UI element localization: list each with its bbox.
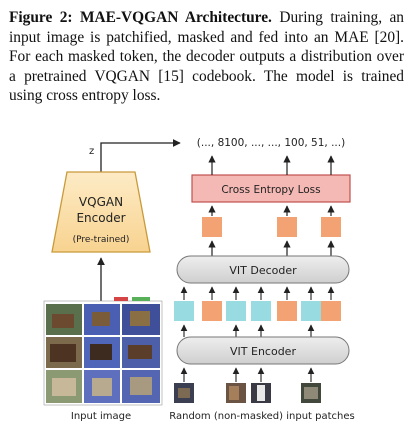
z-label: z	[89, 146, 94, 157]
input-patches	[174, 367, 321, 403]
loss-output-arrows	[208, 155, 335, 175]
mask-token	[277, 301, 297, 321]
figure-label: Figure 2:	[9, 9, 73, 26]
cyan-token	[251, 301, 271, 321]
orange-token	[277, 217, 297, 237]
figure-title: MAE-VQGAN Architecture.	[79, 9, 272, 26]
vit-decoder-label: VIT Decoder	[229, 264, 297, 277]
cyan-token	[174, 301, 194, 321]
token-sequence-label: (..., 8100, ..., ..., 100, 51, ...)	[197, 137, 345, 149]
z-output-arrow	[100, 139, 181, 172]
figure-caption: Figure 2: MAE-VQGAN Architecture. During…	[9, 8, 404, 106]
vit-decoder-block	[176, 255, 350, 284]
orange-token	[202, 217, 222, 237]
input-image-grid	[43, 297, 163, 406]
vit-encoder-block	[176, 336, 350, 365]
decoder-output-tokens	[202, 205, 341, 256]
vit-encoder-label: VIT Encoder	[230, 345, 296, 358]
vqgan-note: (Pre-trained)	[73, 235, 130, 245]
cyan-token	[226, 301, 246, 321]
input-patches-label: Random (non-masked) input patches	[169, 411, 354, 422]
cross-entropy-loss-box	[191, 174, 351, 203]
caption-text: During training, an input image is patch…	[9, 9, 404, 104]
vqgan-encoder-block	[51, 171, 151, 253]
orange-token	[321, 217, 341, 237]
vqgan-title-line1: VQGAN	[79, 195, 123, 209]
input-image-label: Input image	[71, 411, 131, 422]
cross-entropy-loss-label: Cross Entropy Loss	[221, 184, 320, 196]
cyan-token	[301, 301, 321, 321]
mask-token	[202, 301, 222, 321]
mask-token	[321, 301, 341, 321]
latent-token-row	[174, 286, 341, 337]
vqgan-title-line2: Encoder	[76, 211, 125, 225]
